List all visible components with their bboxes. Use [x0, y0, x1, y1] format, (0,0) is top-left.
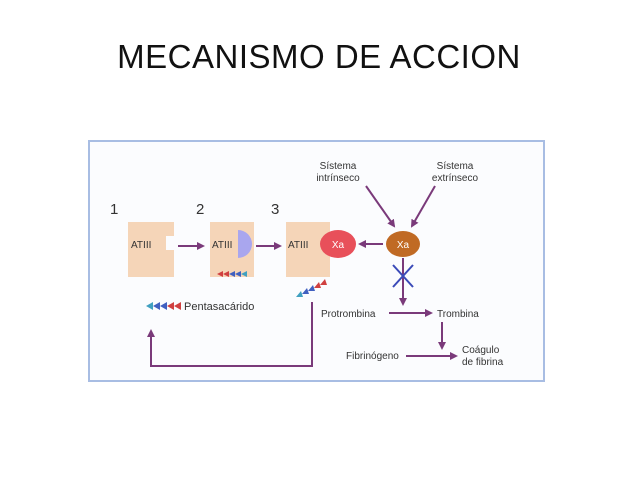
protrombina-label: Protrombina: [321, 309, 376, 320]
arrow-recycle-loop: [147, 302, 313, 367]
step-number-3: 3: [271, 201, 279, 218]
trombina-label: Trombina: [437, 309, 479, 320]
pentasaccharide-bound-icon: [217, 271, 247, 277]
arrow-intrinsic-to-xa: [365, 185, 396, 228]
atiii-label-3: ATIII: [288, 240, 308, 251]
pentasaccharide-label: Pentasacárido: [184, 301, 254, 313]
atiii-shape-1: [128, 222, 174, 277]
inhibition-cross-icon: [392, 264, 414, 288]
pentasaccharide-legend-icon: [146, 302, 181, 310]
coagulo-label-line1: Coágulo: [462, 345, 500, 356]
diagram-canvas: 1 2 3 ATIII ATIII ATIII Xa Xa Sístema in…: [110, 161, 504, 368]
atiii-label-1: ATIII: [131, 240, 151, 251]
coagulo-label-line2: de fibrina: [462, 357, 504, 368]
xa-bound: [320, 230, 356, 258]
step-number-2: 2: [196, 201, 204, 218]
intrinsic-system-label-line1: Sístema: [320, 161, 357, 172]
xa-free: [386, 231, 420, 257]
binding-site-2: [238, 230, 252, 258]
xa-bound-label: Xa: [332, 240, 345, 251]
slide-title: MECANISMO DE ACCION: [117, 38, 521, 75]
extrinsic-system-label-line1: Sístema: [437, 161, 474, 172]
arrow-extrinsic-to-xa: [411, 185, 436, 228]
pentasaccharide-released-icon: [296, 279, 327, 297]
xa-free-label: Xa: [397, 240, 410, 251]
mechanism-diagram: 1 2 3 ATIII ATIII ATIII Xa Xa Sístema in…: [88, 140, 545, 382]
intrinsic-system-label-line2: intrínseco: [316, 173, 360, 184]
step-number-1: 1: [110, 201, 118, 218]
atiii-label-2: ATIII: [212, 240, 232, 251]
atiii-shape-3: [286, 222, 330, 277]
extrinsic-system-label-line2: extrínseco: [432, 173, 479, 184]
fibrinogeno-label: Fibrinógeno: [346, 351, 399, 362]
